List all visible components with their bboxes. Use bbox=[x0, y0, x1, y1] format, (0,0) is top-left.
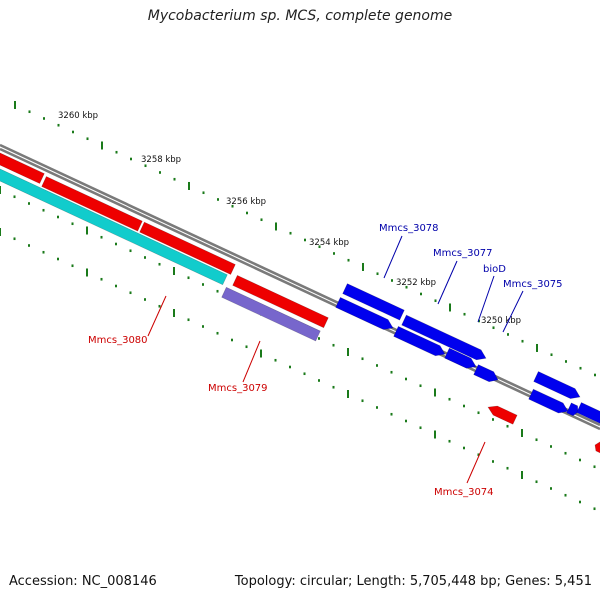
gene-label: Mmcs_3080 bbox=[88, 335, 148, 346]
gene-red-shape bbox=[139, 221, 236, 275]
gene-features bbox=[0, 151, 600, 455]
gene-red bbox=[487, 405, 518, 425]
gene-blue bbox=[342, 283, 405, 321]
topology-text: Topology: circular; Length: 5,705,448 bp… bbox=[234, 574, 592, 589]
gene-teal-shape bbox=[0, 167, 228, 286]
gene-label: Mmcs_3074 bbox=[434, 487, 494, 498]
gene-blue-shape bbox=[528, 388, 569, 414]
gene-label-leader bbox=[383, 235, 403, 279]
gene-blue-shape bbox=[401, 314, 487, 361]
gene-red-shape bbox=[232, 275, 329, 329]
kbp-label: 3254 kbp bbox=[309, 238, 349, 248]
gene-label-leader bbox=[147, 295, 167, 337]
gene-blue-shape bbox=[393, 325, 446, 357]
gene-blue bbox=[566, 402, 579, 417]
gene-label-leader bbox=[466, 441, 486, 484]
gene-red bbox=[594, 441, 600, 455]
gene-label-leader bbox=[437, 260, 458, 305]
gene-red-shape bbox=[594, 441, 600, 455]
kbp-label: 3250 kbp bbox=[481, 316, 521, 326]
gene-red-shape bbox=[41, 176, 143, 232]
gene-blue-shape bbox=[444, 347, 477, 369]
kbp-labels: 3260 kbp 3258 kbp 3256 kbp 3254 kbp 3252 kbp… bbox=[58, 111, 521, 326]
gene-blue-shape bbox=[335, 296, 394, 330]
kbp-label: 3260 kbp bbox=[58, 111, 98, 121]
gene-red bbox=[0, 151, 45, 184]
gene-blue-shape bbox=[566, 402, 579, 417]
backbone-line bbox=[0, 147, 600, 431]
gene-label: Mmcs_3079 bbox=[208, 383, 268, 394]
gene-blue bbox=[533, 371, 581, 399]
gene-label: Mmcs_3075 bbox=[503, 279, 563, 290]
backbone-lines bbox=[0, 143, 600, 431]
gene-blue bbox=[576, 402, 600, 426]
gene-purple bbox=[221, 286, 321, 342]
gene-red bbox=[232, 275, 329, 329]
gene-teal bbox=[0, 167, 228, 286]
gene-blue bbox=[393, 325, 446, 357]
gene-blue-shape bbox=[533, 371, 581, 399]
gene-label-leader bbox=[502, 290, 524, 333]
gene-label: Mmcs_3078 bbox=[379, 223, 439, 234]
gene-blue bbox=[401, 314, 487, 361]
kbp-label: 3252 kbp bbox=[396, 278, 436, 288]
gene-blue-shape bbox=[342, 283, 405, 321]
kbp-label: 3258 kbp bbox=[141, 155, 181, 165]
gene-red-shape bbox=[0, 151, 45, 184]
gene-red bbox=[41, 176, 143, 232]
accession-text: Accession: NC_008146 bbox=[9, 574, 157, 589]
gene-blue bbox=[335, 296, 394, 330]
gene-label: Mmcs_3077 bbox=[433, 248, 493, 259]
backbone-line bbox=[0, 143, 600, 427]
kbp-label: 3256 kbp bbox=[226, 197, 266, 207]
map-title: Mycobacterium sp. MCS, complete genome bbox=[147, 8, 453, 24]
gene-red-shape bbox=[487, 405, 518, 425]
gene-purple-shape bbox=[221, 286, 321, 342]
gene-label-leader bbox=[242, 340, 261, 383]
gene-red bbox=[139, 221, 236, 275]
gene-label-leader bbox=[477, 275, 495, 323]
gene-blue bbox=[528, 388, 569, 414]
gene-label: bioD bbox=[483, 264, 506, 275]
gene-blue-shape bbox=[473, 364, 499, 383]
gene-blue bbox=[473, 364, 499, 383]
gene-blue bbox=[444, 347, 477, 369]
gene-blue-shape bbox=[576, 402, 600, 426]
